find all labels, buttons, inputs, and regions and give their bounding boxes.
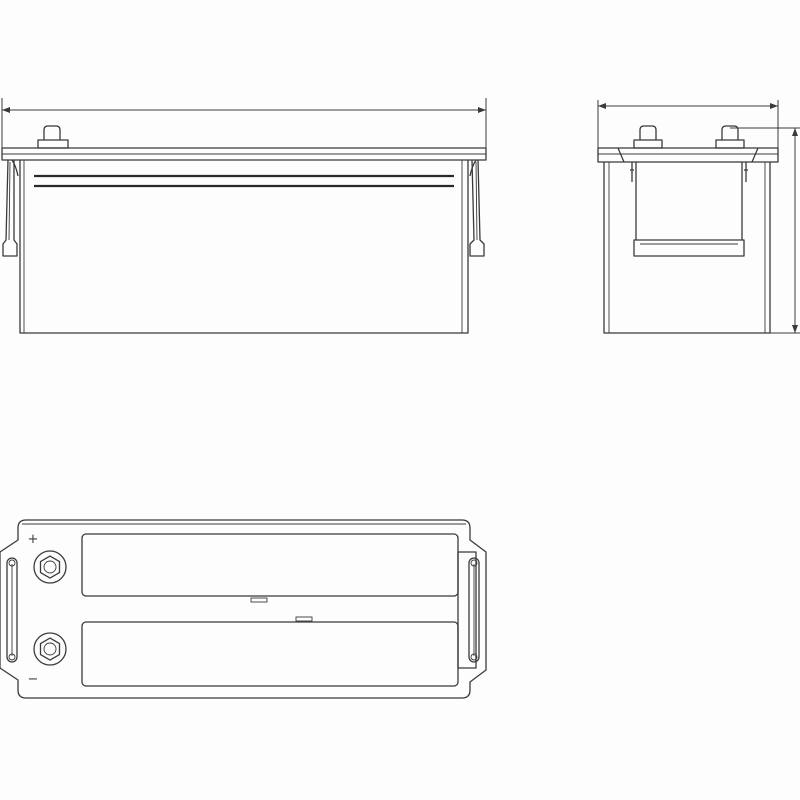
front-lid — [1, 147, 487, 161]
front-view — [1, 98, 487, 334]
top-view: + − — [0, 519, 487, 699]
top-outline — [0, 519, 487, 699]
negative-terminal — [33, 632, 67, 666]
negative-symbol: − — [28, 672, 39, 687]
front-left-handle — [2, 159, 19, 257]
side-view — [597, 100, 800, 334]
top-cover-lower — [81, 621, 459, 687]
top-right-handle — [457, 551, 480, 669]
positive-terminal — [33, 550, 67, 584]
side-handle — [630, 162, 748, 257]
side-terminal-left — [633, 125, 663, 149]
side-width-dimension — [597, 100, 779, 150]
front-terminal-post — [37, 125, 69, 149]
top-vent-marker-2 — [295, 616, 313, 622]
side-height-dimension — [730, 127, 800, 334]
positive-symbol: + — [28, 532, 39, 547]
front-right-handle — [469, 159, 485, 257]
side-terminal-right — [715, 125, 745, 149]
top-cover-upper — [81, 533, 459, 597]
side-lid — [597, 147, 779, 163]
front-case-body — [19, 160, 469, 334]
top-vent-marker-1 — [250, 597, 268, 603]
side-case-body — [603, 162, 771, 334]
top-left-handle — [6, 557, 18, 663]
front-width-dimension — [1, 98, 487, 150]
